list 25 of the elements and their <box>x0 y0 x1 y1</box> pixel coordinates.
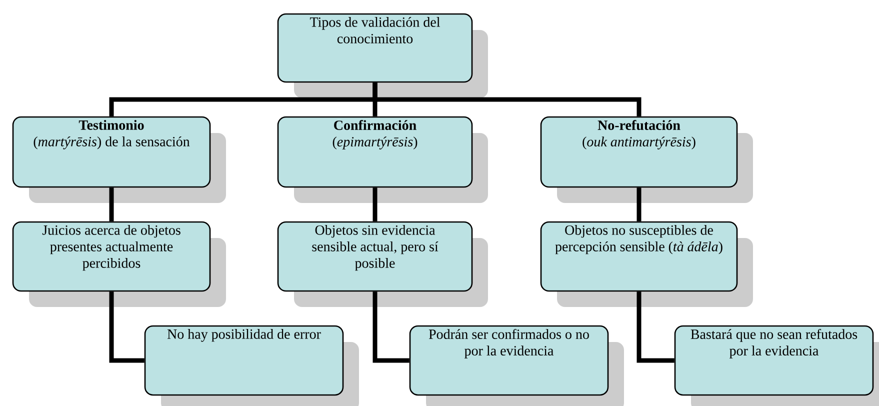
node-label: Testimonio <box>78 120 144 130</box>
node-label: Confirmación <box>334 120 416 130</box>
text-box: Bastará que no sean refutados por la evidencia <box>674 325 879 406</box>
node-label: No hay posibilidad de error <box>167 328 321 342</box>
connector-line <box>372 188 378 222</box>
node-label: Objetos no susceptibles de <box>565 224 713 238</box>
node-label: Juicios acerca de objetos <box>42 224 180 238</box>
text-box: Tipos de validación del conocimiento <box>277 13 488 98</box>
text-box: Juicios acerca de objetos presentes actualmente percibidos <box>12 221 226 307</box>
connector-line <box>372 82 642 116</box>
connector-line <box>372 292 410 363</box>
node-label: Objetos sin evidencia <box>315 224 436 238</box>
connector-line <box>636 292 674 363</box>
connector-line <box>636 188 642 222</box>
connector-line <box>109 292 144 363</box>
text-box: Objetos no susceptibles de percepción sensible (tà ádēla) <box>540 221 753 307</box>
text-box: Podrán ser confirmados o no por la evidencia <box>409 325 624 406</box>
node-label: Bastará que no sean refutados <box>690 328 858 342</box>
connector-line <box>109 188 114 222</box>
text-box: Confirmación (epimartýrēsis) <box>277 116 488 203</box>
text-box: Testimonio (martýrēsis) de la sensación <box>12 116 226 203</box>
node-label: Podrán ser confirmados o no <box>428 328 589 339</box>
text-box: No-refutación (ouk antimartýrēsis) <box>540 116 753 203</box>
text-box: No hay posibilidad de error <box>144 325 359 406</box>
text-box: Objetos sin evidencia sensible actual, pero sí posible <box>277 221 488 307</box>
